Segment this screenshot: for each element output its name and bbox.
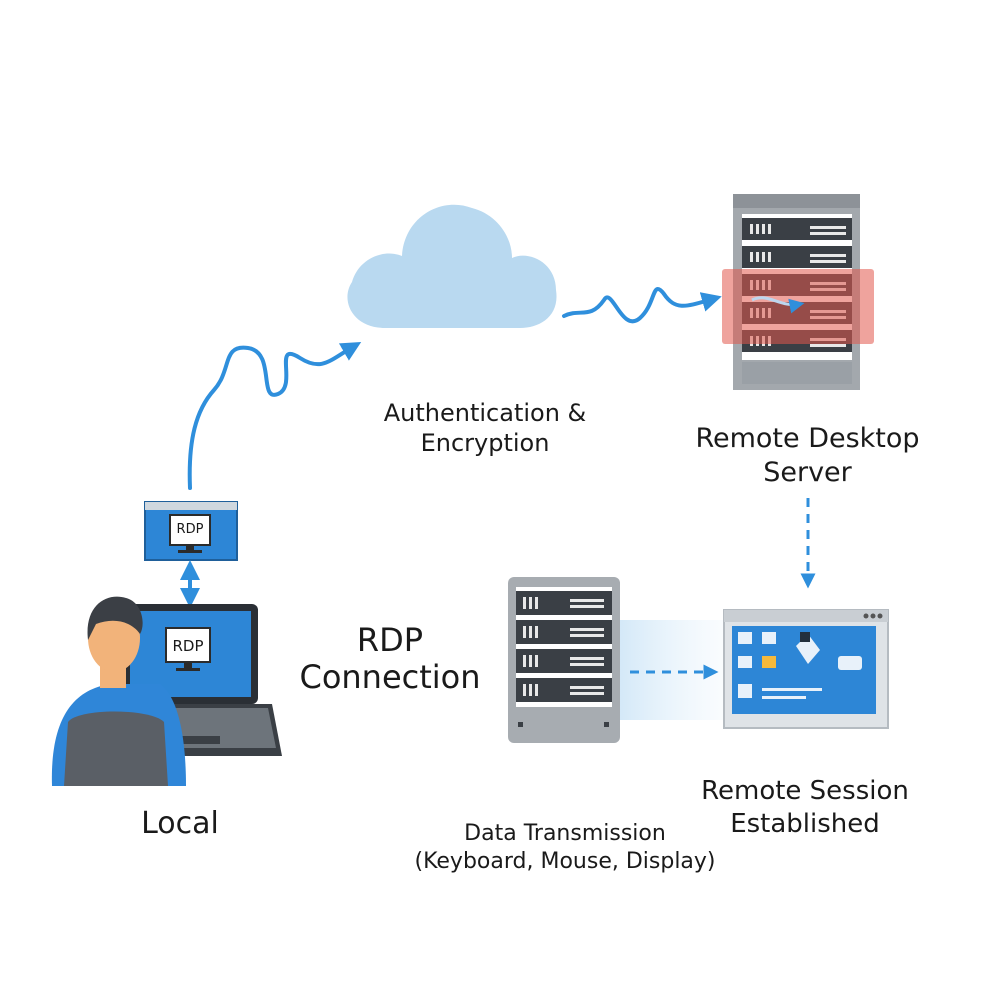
rdp-client-window <box>144 501 238 561</box>
session-line-1: Remote Session <box>701 776 909 806</box>
auth-line-1: Authentication & <box>383 399 587 427</box>
server-label: Remote Desktop Server <box>680 422 935 490</box>
user-icon <box>51 596 186 786</box>
rdp-line-1: RDP <box>356 621 424 659</box>
server-unit-icon <box>508 577 620 743</box>
server-highlight <box>722 269 874 344</box>
rdp-line-2: Connection <box>299 657 481 696</box>
server-entry-arrow <box>751 296 805 314</box>
session-line-2: Established <box>730 808 880 839</box>
cloud-icon <box>347 204 557 328</box>
auth-encryption-label: Authentication & Encryption <box>370 398 600 458</box>
auth-line-2: Encryption <box>420 429 550 457</box>
desktop-window-icon <box>723 609 889 729</box>
local-label: Local <box>141 806 219 841</box>
flow-arrow-to-server <box>562 286 722 324</box>
transmission-beam <box>620 620 730 720</box>
transmission-line-2: (Keyboard, Mouse, Display) <box>414 848 716 874</box>
flow-arrow-to-cloud <box>187 342 362 490</box>
transmission-label: Data Transmission (Keyboard, Mouse, Disp… <box>410 820 720 875</box>
rdp-connection-label: RDP Connection <box>290 622 490 696</box>
rdp-window-label: RDP <box>176 522 204 537</box>
server-line-1: Remote Desktop <box>695 423 920 454</box>
transmission-line-1: Data Transmission <box>464 821 666 846</box>
server-line-2: Server <box>763 456 852 488</box>
laptop-screen-label: RDP <box>172 637 204 655</box>
session-label: Remote Session Established <box>690 775 920 840</box>
server-rack-icon <box>733 194 860 390</box>
